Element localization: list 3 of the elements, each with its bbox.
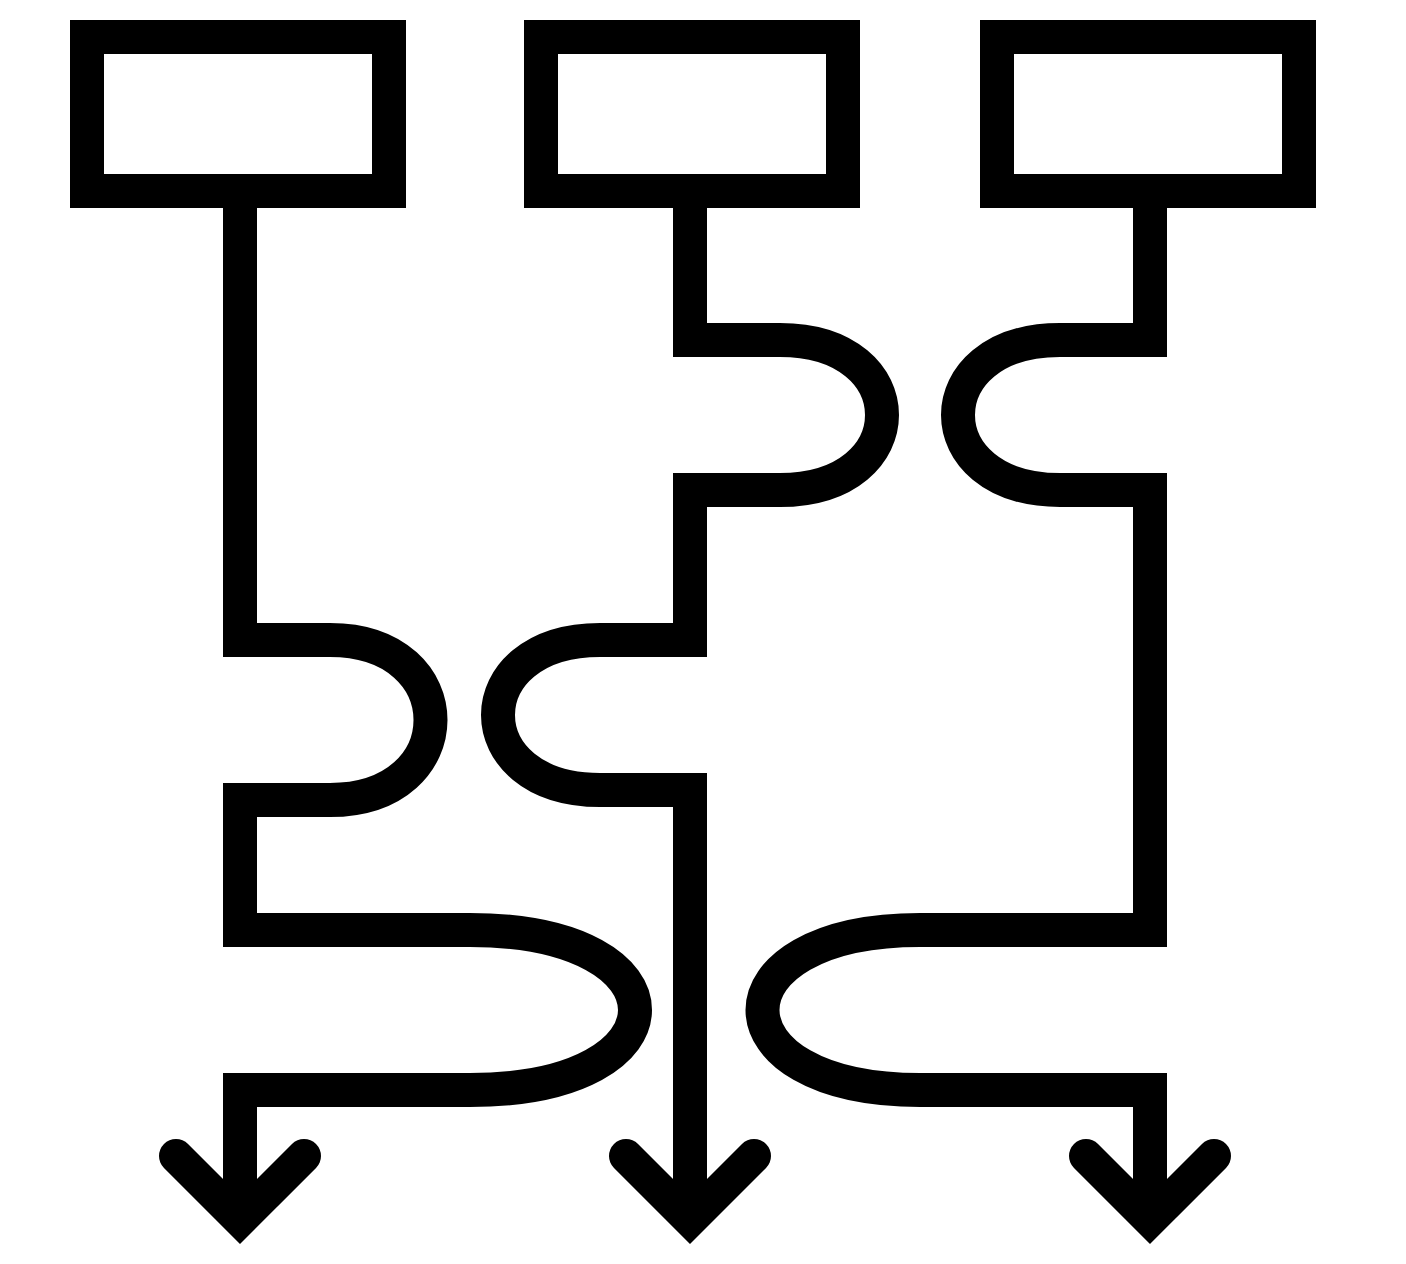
- empty-box: [980, 20, 1316, 208]
- empty-box: [70, 20, 406, 208]
- empty-box: [524, 20, 860, 208]
